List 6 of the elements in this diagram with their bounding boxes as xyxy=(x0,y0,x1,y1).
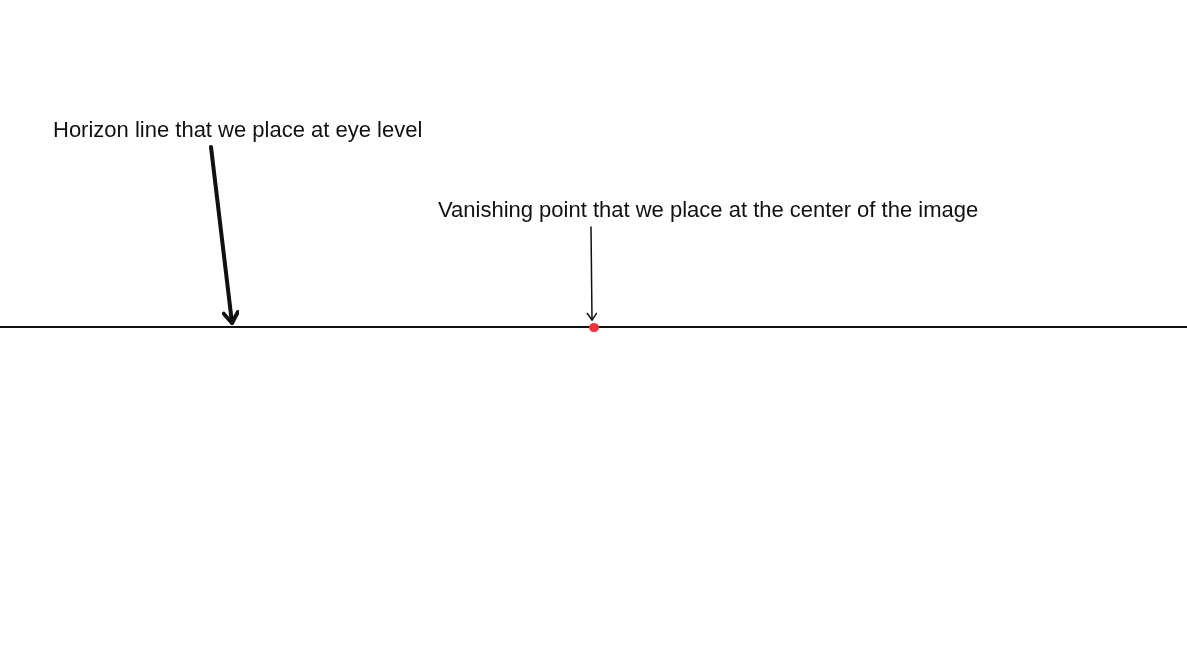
leader-arrow xyxy=(586,226,598,321)
annotation-text: Horizon line that we place at eye level xyxy=(53,117,423,143)
vanishing-point-dot xyxy=(589,323,599,332)
annotation-text: Vanishing point that we place at the center of the image xyxy=(438,197,979,223)
leader-arrow xyxy=(209,145,240,325)
horizon-line xyxy=(0,326,1187,328)
